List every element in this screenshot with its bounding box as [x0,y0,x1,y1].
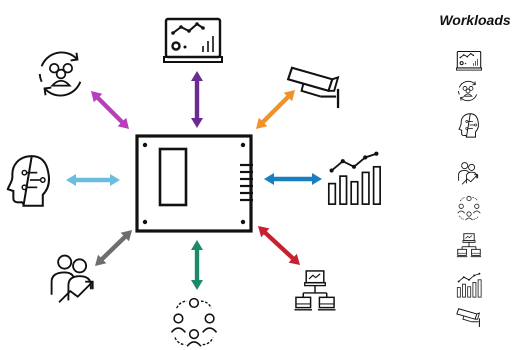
spoke-network-people-icon [170,297,218,348]
list-dashboard-icon [456,50,482,71]
connection-arrows [66,71,322,290]
spoke-dashboard-icon [163,17,223,64]
arrow-security-camera [256,90,295,129]
spoke-server-network-icon [293,270,337,311]
spoke-ai-head-icon [6,155,51,207]
arrow-people-growth [95,230,132,266]
arrow-network-people [191,240,203,290]
list-security-camera-icon [456,308,480,328]
spoke-security-camera-icon [286,66,340,110]
spoke-people-growth-icon [50,254,94,304]
spoke-team-cycle-icon [38,51,82,97]
arrow-server-network [258,226,300,265]
list-team-cycle-icon [458,80,478,102]
list-people-growth-icon [458,162,479,185]
arrow-dashboard [191,71,203,128]
spoke-bar-chart-icon [327,150,382,206]
list-bar-chart-icon [456,272,482,298]
arrow-ai-head [66,174,120,186]
edge-device-board-icon [135,134,253,233]
workloads-title: Workloads [439,12,511,28]
arrow-team-cycle [91,91,129,129]
list-network-people-icon [457,195,481,221]
list-ai-head-icon [458,113,479,138]
workloads-list [456,50,482,328]
list-server-network-icon [456,233,482,258]
arrow-bar-chart [264,173,322,185]
